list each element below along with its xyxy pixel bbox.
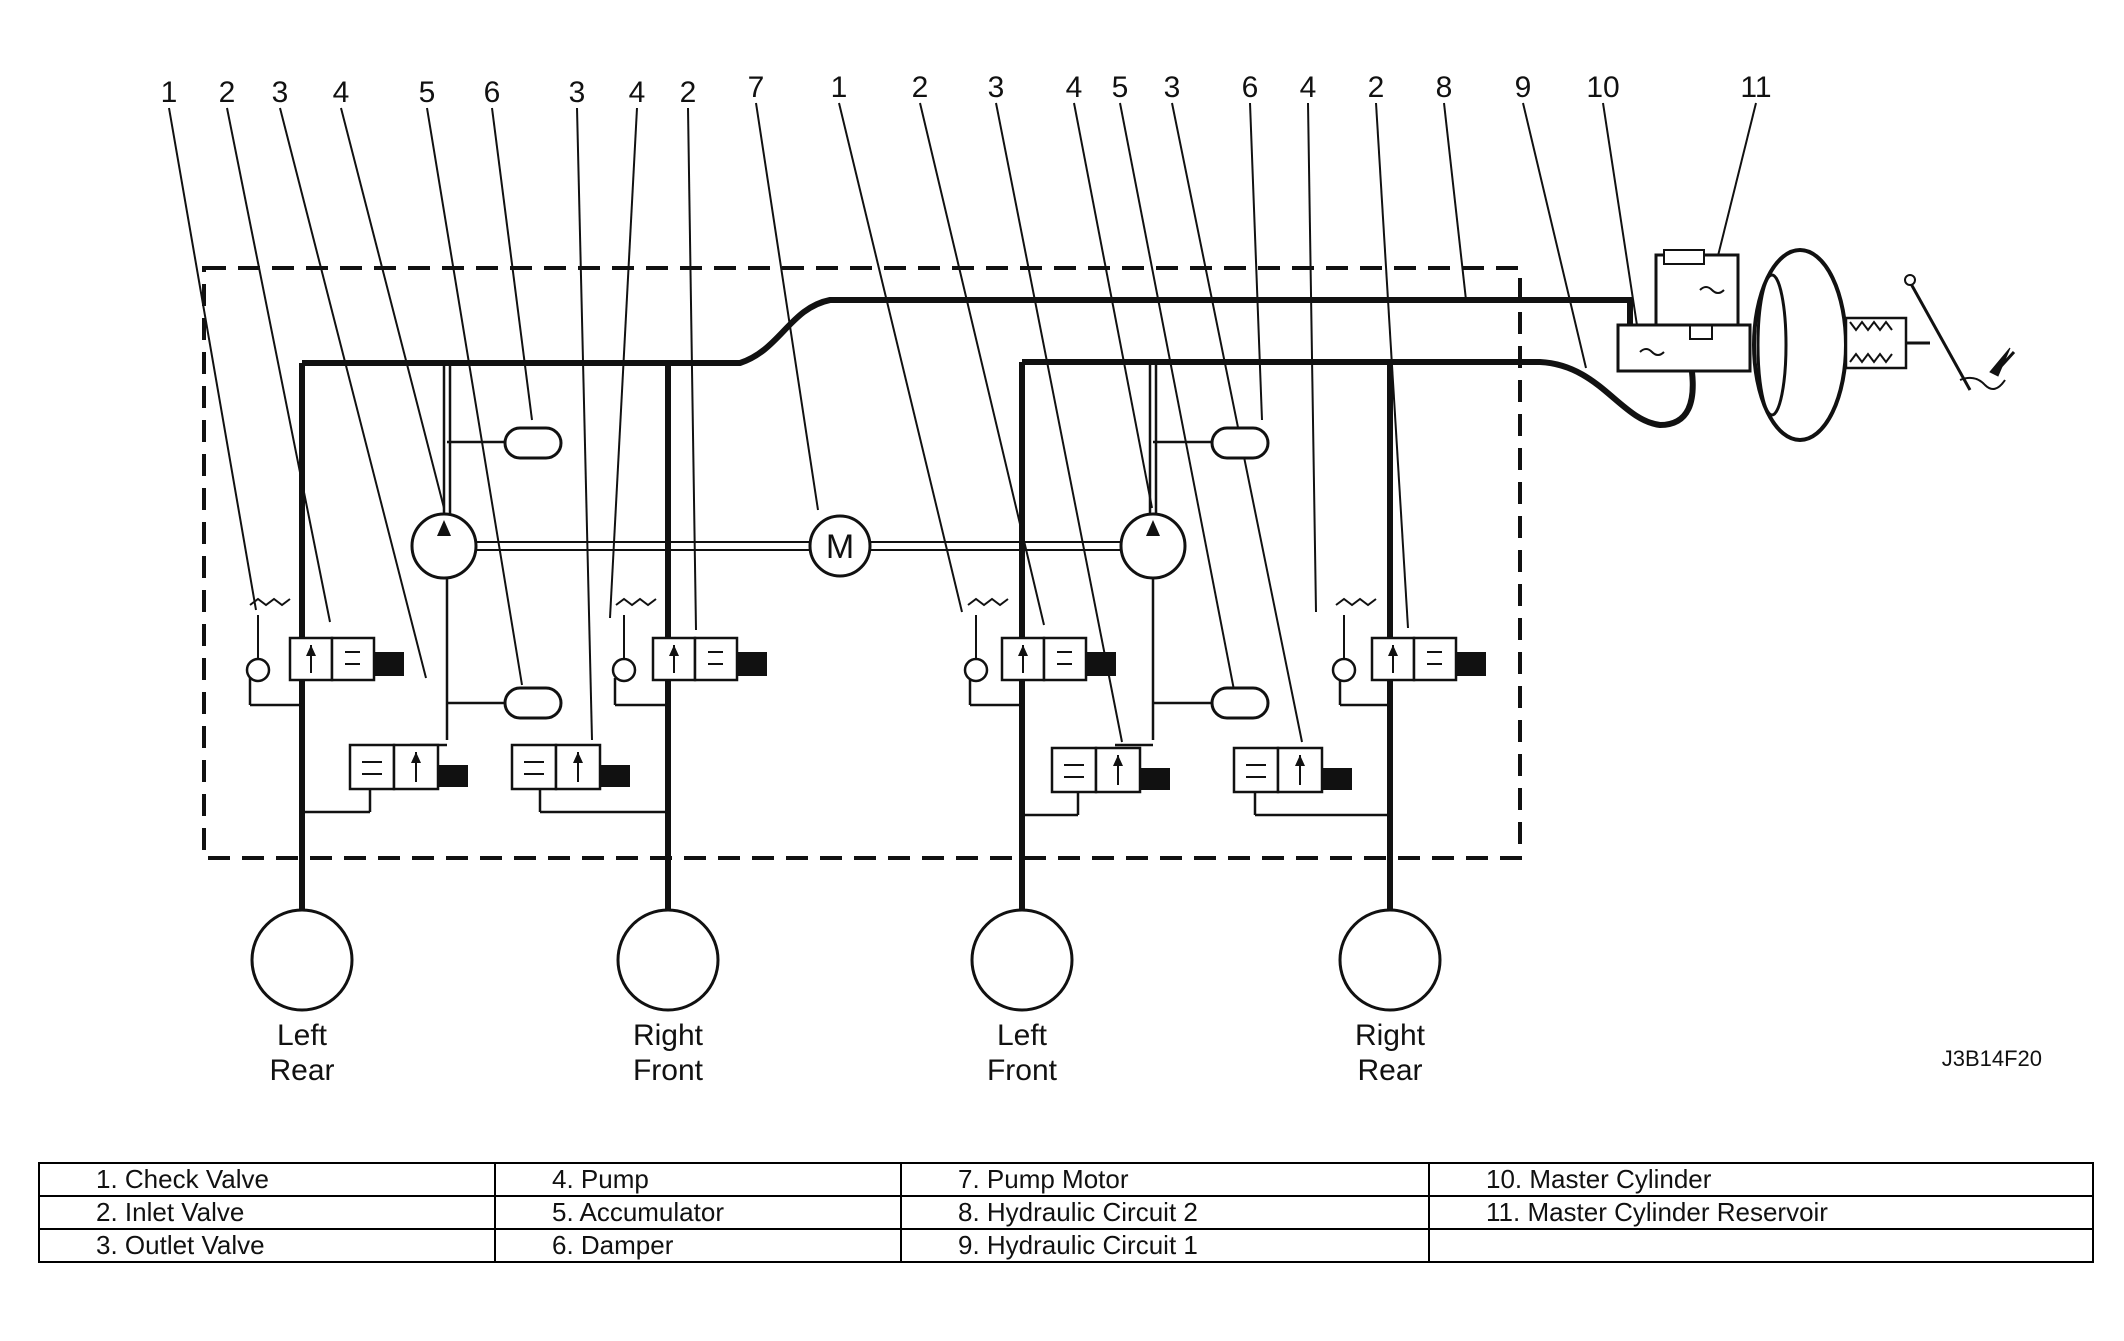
legend-item: 3. Outlet Valve	[38, 1228, 496, 1263]
pump-left	[410, 512, 478, 580]
wheels	[250, 908, 1442, 1012]
callout-7: 7	[748, 71, 765, 104]
outlet-valve-left-rear	[348, 743, 468, 791]
legend-item: 4. Pump	[494, 1162, 902, 1197]
callout-4b: 4	[629, 76, 646, 109]
leader-lines	[168, 102, 1757, 743]
legend-item: 7. Pump Motor	[900, 1162, 1430, 1197]
outlet-valve-right-front	[510, 743, 630, 791]
pump-motor: M	[808, 514, 872, 578]
callout-6b: 6	[1242, 71, 1259, 104]
legend-row: 2. Inlet Valve 5. Accumulator 8. Hydraul…	[38, 1195, 2094, 1230]
wheel-label-right-rear-line2: Rear	[1357, 1054, 1422, 1087]
inlet-valve-group-right-rear	[1331, 597, 1486, 683]
wheel-label-right-rear-line1: Right	[1355, 1019, 1426, 1052]
callout-3: 3	[272, 76, 289, 109]
callout-2b: 2	[680, 76, 697, 109]
legend-item: 1. Check Valve	[38, 1162, 496, 1197]
legend-table: 1. Check Valve 4. Pump 7. Pump Motor 10.…	[38, 1162, 2094, 1263]
callout-3b: 3	[569, 76, 586, 109]
legend-item: 10. Master Cylinder	[1428, 1162, 2094, 1197]
outlet-valve-left-front	[1050, 746, 1170, 794]
callout-2c: 2	[912, 71, 929, 104]
hydraulic-circuit-2-line	[302, 297, 1633, 366]
callout-1: 1	[161, 76, 178, 109]
dampers-accumulators	[503, 426, 1270, 720]
legend-item: 5. Accumulator	[494, 1195, 902, 1230]
inlet-valve-group-right-front	[611, 597, 767, 683]
callout-2d: 2	[1368, 71, 1385, 104]
wheel-left-rear	[250, 908, 354, 1012]
brake-booster	[1752, 248, 1908, 442]
callout-2: 2	[219, 76, 236, 109]
wheel-right-rear	[1338, 908, 1442, 1012]
master-cylinder	[1616, 323, 1752, 373]
callout-4c: 4	[1066, 71, 1083, 104]
wheel-right-front	[616, 908, 720, 1012]
callout-5b: 5	[1112, 71, 1129, 104]
callout-11: 11	[1740, 71, 1771, 104]
modulator-boundary	[202, 266, 1522, 860]
callout-10: 10	[1586, 71, 1619, 104]
pump-shaft	[476, 541, 1122, 551]
wheel-label-left-rear-line2: Rear	[269, 1054, 334, 1087]
wheel-left-front	[970, 908, 1074, 1012]
accumulator-left	[503, 686, 563, 720]
legend-row: 3. Outlet Valve 6. Damper 9. Hydraulic C…	[38, 1228, 2094, 1263]
motor-symbol: M	[826, 528, 854, 566]
callout-5: 5	[419, 76, 436, 109]
wheel-label-right-front-line1: Right	[633, 1019, 704, 1052]
callout-3c: 3	[988, 71, 1005, 104]
legend-item: 2. Inlet Valve	[38, 1195, 496, 1230]
wheel-label-right-front-line2: Front	[633, 1054, 704, 1087]
legend-item: 9. Hydraulic Circuit 1	[900, 1228, 1430, 1263]
callout-4d: 4	[1300, 71, 1317, 104]
pump-right	[1119, 512, 1187, 580]
callout-4: 4	[333, 76, 350, 109]
figure-code: J3B14F20	[1942, 1046, 2042, 1071]
damper-right	[1210, 426, 1270, 460]
callout-1b: 1	[831, 71, 848, 104]
accumulator-right	[1210, 686, 1270, 720]
wheel-label-left-front-line1: Left	[997, 1019, 1048, 1052]
legend-row: 1. Check Valve 4. Pump 7. Pump Motor 10.…	[38, 1162, 2094, 1197]
legend-item: 11. Master Cylinder Reservoir	[1428, 1195, 2094, 1230]
inlet-valve-group-left-front	[963, 597, 1116, 683]
callout-9: 9	[1515, 71, 1532, 104]
callout-3d: 3	[1164, 71, 1181, 104]
damper-left	[503, 426, 563, 460]
abs-hydraulic-diagram: 1 2 3 4 5 6 3 4 2 7 1 2 3 4 5 3 6 4 2 8 …	[161, 71, 2042, 1087]
outlet-valve-right-rear	[1232, 746, 1352, 794]
master-cylinder-reservoir	[1654, 249, 1740, 327]
hydraulic-circuit-1-line	[1022, 359, 1696, 429]
legend-item: 6. Damper	[494, 1228, 902, 1263]
callout-6: 6	[484, 76, 501, 109]
callout-8: 8	[1436, 71, 1453, 104]
brake-pedal	[1904, 274, 2016, 391]
legend-item	[1428, 1228, 2094, 1263]
wheel-label-left-rear-line1: Left	[277, 1019, 328, 1052]
inlet-valve-group-left-rear	[245, 597, 404, 683]
callout-numbers: 1 2 3 4 5 6 3 4 2 7 1 2 3 4 5 3 6 4 2 8 …	[161, 71, 1772, 109]
legend-item: 8. Hydraulic Circuit 2	[900, 1195, 1430, 1230]
wheel-label-left-front-line2: Front	[987, 1054, 1058, 1087]
